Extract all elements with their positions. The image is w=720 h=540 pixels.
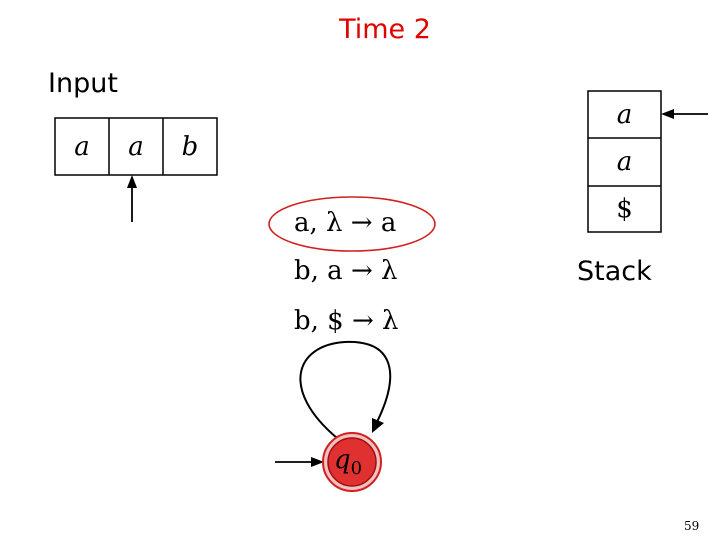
input-cell: a <box>128 131 144 162</box>
stack-cell: $ <box>616 194 633 224</box>
start-arrowhead <box>311 457 324 467</box>
transition-highlight <box>268 196 436 252</box>
self-loop-arrowhead <box>372 418 384 433</box>
input-label: Input <box>48 68 118 99</box>
stack-top-arrowhead <box>661 109 674 119</box>
transition-label: a, λ → a <box>294 208 397 238</box>
state-circle <box>327 437 377 487</box>
self-loop-arc <box>299 340 392 439</box>
input-tape <box>54 117 218 176</box>
input-head-arrowhead <box>127 175 137 188</box>
stack-box <box>587 90 662 233</box>
transition-label: b, $ → λ <box>294 306 399 336</box>
transition-label: b, a → λ <box>294 256 398 286</box>
stack-cell: a <box>616 99 633 130</box>
page-number: 59 <box>684 519 700 533</box>
stack-cell: a <box>616 147 633 177</box>
state-label: q0 <box>334 445 380 479</box>
slide-title: Time 2 <box>339 14 431 45</box>
input-cell: b <box>181 131 199 162</box>
input-cell: a <box>74 131 90 162</box>
stack-label: Stack <box>577 256 652 287</box>
state-name: q <box>334 445 351 475</box>
state-subscript: 0 <box>350 458 363 480</box>
